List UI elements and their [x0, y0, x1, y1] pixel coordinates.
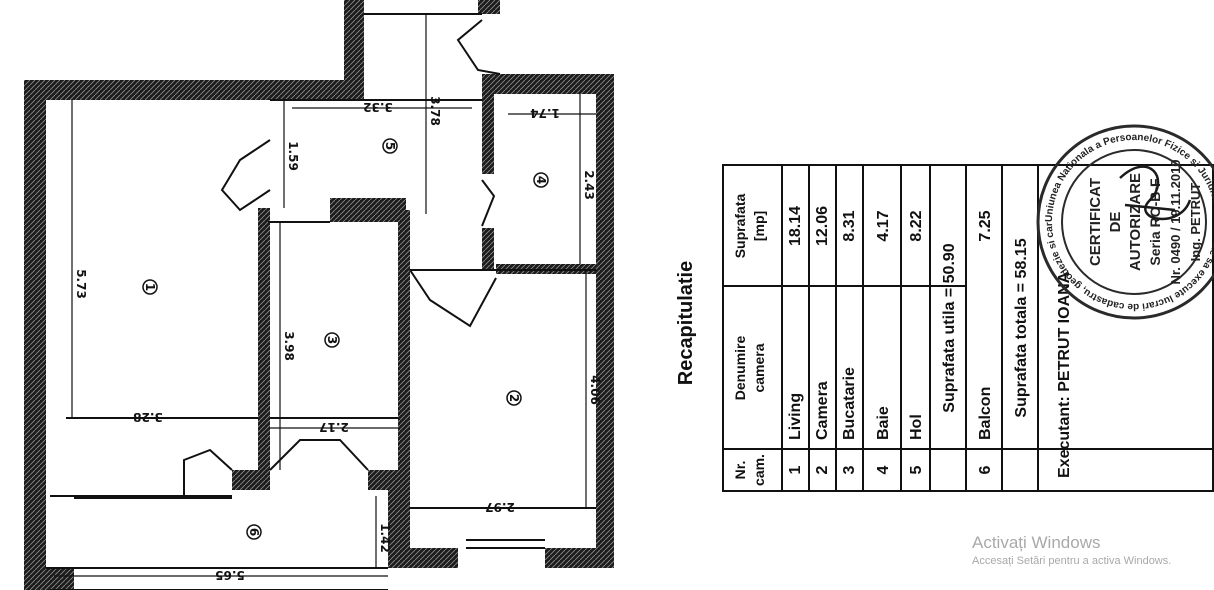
room-marker-6: 6: [246, 524, 262, 540]
header-nr-line2: cam.: [751, 454, 767, 486]
row-area: 7.25: [977, 210, 994, 241]
row-area: 4.17: [875, 210, 892, 241]
row-name: Bucatarie: [841, 367, 858, 440]
signature-scribble: [1119, 165, 1192, 221]
executant-line: Executant: PETRUT IOANA: [1056, 271, 1073, 478]
table-row: 4 Baie 4.17: [875, 210, 892, 474]
stamp-line: DE: [1107, 212, 1124, 233]
room-number-6: 6: [247, 528, 261, 536]
stamp-line: Nr. 0490 / 19.11.2010: [1168, 159, 1183, 284]
room-marker-4: 4: [533, 172, 549, 188]
dimension-lines: [54, 14, 596, 577]
dim-living-width: 3.28: [133, 410, 163, 424]
dim-kitchen-width: 2.17: [319, 420, 349, 434]
dim-balcony-width: 5.65: [215, 568, 245, 582]
recap-headers: Nr. cam. Denumire camera Suprafata [mp]: [732, 194, 767, 486]
row-name: Camera: [814, 381, 831, 440]
stamp-line: AUTORIZARE: [1127, 173, 1144, 271]
door-swings: [183, 19, 501, 496]
room-marker-2: 2: [506, 390, 522, 406]
dim-living-depth: 5.73: [74, 269, 88, 299]
dimension-labels: 3.32 3.78 1.59 1.74 2.43 5.73 3.98 4.06 …: [74, 96, 602, 582]
room-markers: 1 2 3 4 5 6: [142, 138, 549, 540]
floor-plan: 3.32 3.78 1.59 1.74 2.43 5.73 3.98 4.06 …: [24, 0, 614, 590]
room-number-5: 5: [383, 142, 397, 150]
table-row: 6 Balcon 7.25: [977, 210, 994, 474]
dim-hall-depth: 3.78: [428, 96, 442, 126]
row-nr: 3: [841, 465, 858, 474]
row-name: Balcon: [977, 387, 994, 440]
room-marker-3: 3: [324, 332, 340, 348]
room-marker-5: 5: [382, 138, 398, 154]
dim-balcony-depth: 1.42: [378, 523, 392, 553]
header-area-line1: Suprafata: [732, 194, 748, 259]
dim-hall-recess: 1.59: [286, 141, 300, 171]
dim-room-width: 2.97: [485, 500, 515, 514]
stamp-lines: CERTIFICAT DE AUTORIZARE Seria RO-B-F Nr…: [1087, 159, 1203, 284]
room-marker-1: 1: [142, 279, 158, 295]
row-name: Baie: [875, 406, 892, 440]
dim-bath-width: 1.74: [530, 106, 560, 120]
grand-area-total: Suprafata totala = 58.15: [1013, 238, 1030, 417]
useful-area-total: Suprafata utila = 50.90: [941, 243, 958, 413]
row-name: Living: [787, 393, 804, 440]
row-nr: 5: [908, 465, 925, 474]
room-number-4: 4: [534, 176, 548, 184]
recap-title: Recapitulatie: [675, 261, 697, 385]
stamp-line: Ing. PETRUT: [1188, 183, 1203, 262]
dim-hall-width: 3.32: [363, 100, 393, 114]
dim-bath-depth: 2.43: [582, 170, 596, 200]
recap-rows: 1 Living 18.14 2 Camera 12.06 3 Bucatari…: [787, 206, 1073, 478]
recap-section: Recapitulatie Nr. cam. Denumire camera S…: [675, 164, 1214, 492]
room-number-3: 3: [325, 336, 339, 344]
row-nr: 4: [875, 465, 892, 474]
row-area: 8.31: [841, 210, 858, 241]
table-row: 2 Camera 12.06: [814, 206, 831, 475]
dim-kitchen-depth: 3.98: [282, 331, 296, 361]
row-area: 8.22: [908, 210, 925, 241]
table-row: 3 Bucatarie 8.31: [841, 210, 858, 474]
row-area: 18.14: [787, 206, 804, 246]
room-number-2: 2: [507, 394, 521, 402]
table-row: 1 Living 18.14: [787, 206, 804, 475]
header-name-line2: camera: [751, 343, 767, 392]
header-nr-line1: Nr.: [732, 461, 748, 480]
room-number-1: 1: [143, 283, 157, 291]
table-row: 5 Hol 8.22: [908, 210, 925, 474]
row-nr: 2: [814, 465, 831, 474]
header-name-line1: Denumire: [732, 336, 748, 401]
walls: [24, 0, 614, 590]
row-name: Hol: [908, 414, 925, 440]
stamp-line: CERTIFICAT: [1087, 178, 1104, 266]
header-area-line2: [mp]: [751, 211, 767, 241]
dim-room-depth: 4.06: [588, 375, 602, 405]
row-area: 12.06: [814, 206, 831, 246]
row-nr: 6: [977, 465, 994, 474]
row-nr: 1: [787, 465, 804, 474]
